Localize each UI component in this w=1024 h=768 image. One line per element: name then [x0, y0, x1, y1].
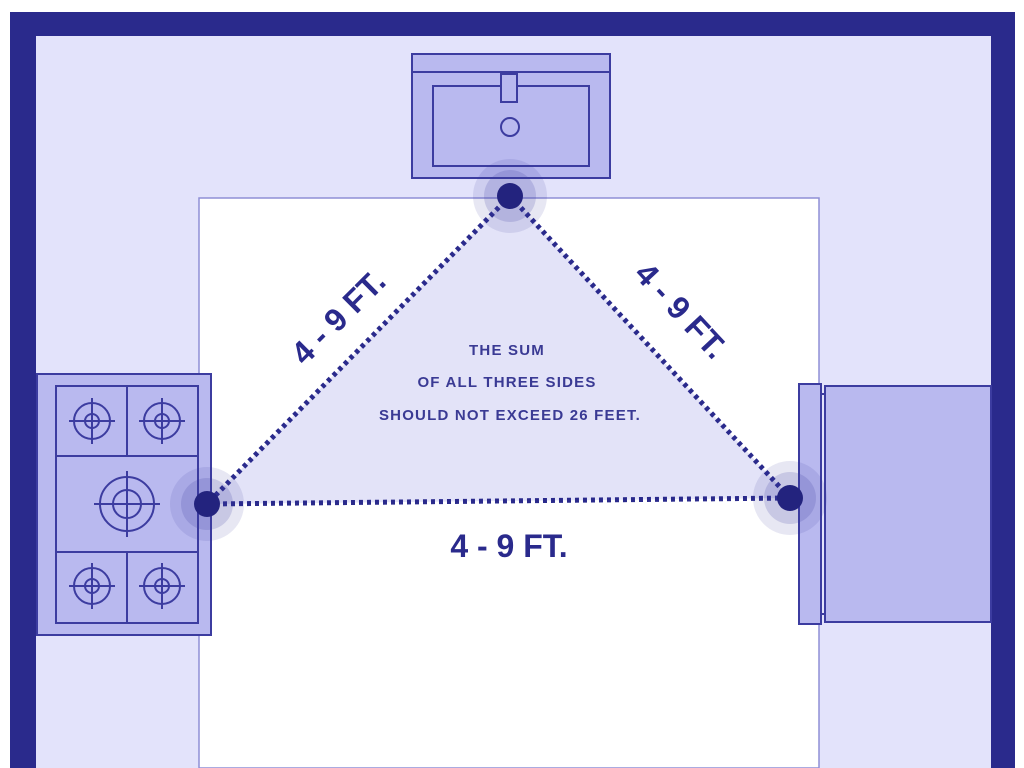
- distance-label-bottom: 4 - 9 FT.: [450, 528, 567, 564]
- stove-icon: [36, 373, 212, 636]
- burner-center-icon: [94, 471, 160, 537]
- note-line-2: OF ALL THREE SIDES: [417, 374, 596, 391]
- work-point-fridge-icon: [753, 461, 827, 535]
- triangle-edges: [205, 194, 792, 507]
- wall-left: [10, 12, 36, 768]
- wall-top: [10, 12, 1015, 36]
- note-line-3: SHOULD NOT EXCEED 26 FEET.: [379, 407, 641, 424]
- refrigerator-icon: [798, 383, 992, 625]
- work-point-stove-icon: [170, 467, 244, 541]
- wall-right: [991, 12, 1015, 768]
- burner-bottom-right-icon: [139, 563, 185, 609]
- work-triangle-area: [207, 196, 790, 504]
- burner-bottom-left-icon: [69, 563, 115, 609]
- work-point-sink-icon: [473, 159, 547, 233]
- sink-icon: [411, 53, 611, 179]
- note-line-1: THE SUM: [469, 342, 545, 359]
- edge-stove-fridge: [206, 495, 791, 507]
- burner-top-left-icon: [69, 398, 115, 444]
- burner-top-right-icon: [139, 398, 185, 444]
- edge-sink-stove: [205, 194, 512, 506]
